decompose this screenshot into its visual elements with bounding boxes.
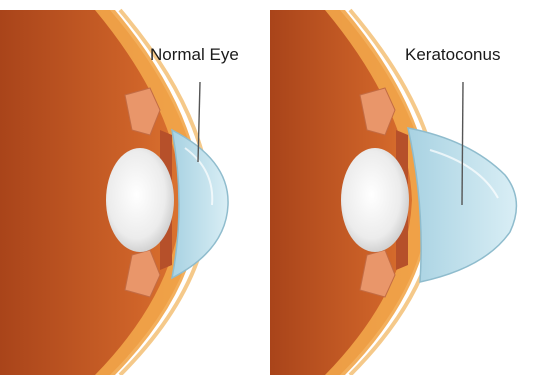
kerato-lens	[341, 148, 409, 252]
kerato-pointer-line	[462, 82, 463, 205]
normal-cornea	[172, 130, 228, 278]
normal-lens	[106, 148, 174, 252]
keratoconus-label: Keratoconus	[405, 45, 500, 65]
normal-eye-label: Normal Eye	[150, 45, 239, 65]
